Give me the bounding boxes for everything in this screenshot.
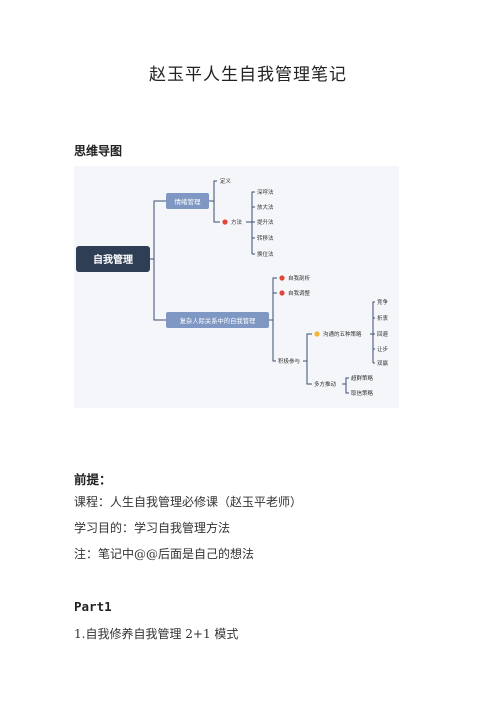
mindmap-strategy-item: 回避 <box>377 330 389 338</box>
goal-line: 学习目的：学习自我管理方法 <box>74 521 231 535</box>
mindmap-branch-emotion <box>166 193 209 209</box>
mindmap-diagram: 自我管理 情绪管理 定义 方法 深呼法 放大法 提升法 转移法 换位法 复杂人际… <box>76 177 389 397</box>
mindmap-method-item: 换位法 <box>257 250 274 258</box>
premise-heading: 前提： <box>74 472 112 487</box>
mindmap-self-positioning: 自我调整 <box>288 289 311 297</box>
mindmap-strategy-item: 双赢 <box>377 359 389 367</box>
red-marker-icon <box>279 290 285 296</box>
list-item: 1.自我修养自我管理 2+1 模式 <box>74 627 239 641</box>
document-title: 赵玉平人生自我管理笔记 <box>149 65 347 85</box>
mindmap-five-strategies: 沟通的五种策略 <box>323 330 362 338</box>
mindmap-push-item: 超群策略 <box>351 374 374 382</box>
mindmap-method-item: 转移法 <box>257 234 274 242</box>
mindmap-method-item: 放大法 <box>257 203 274 211</box>
mindmap-image: 自我管理 情绪管理 定义 方法 深呼法 放大法 提升法 转移法 换位法 复杂人际… <box>74 166 399 408</box>
course-line: 课程：人生自我管理必修课（赵玉平老师） <box>74 495 303 509</box>
mindmap-root-label: 自我管理 <box>93 253 133 266</box>
mindmap-multi-push: 多方推动 <box>314 380 337 388</box>
yellow-marker-icon <box>314 331 320 337</box>
mindmap-strategy-item: 折衷 <box>377 314 389 322</box>
note-line: 注：笔记中@@后面是自己的想法 <box>74 547 255 561</box>
mindmap-strategy-item: 让步 <box>377 345 389 353</box>
mindmap-push-item: 取信策略 <box>351 389 374 397</box>
part-heading: Part1 <box>74 599 112 614</box>
mindmap-heading: 思维导图 <box>74 144 123 158</box>
mindmap-branch-relations-label: 复杂人际关系中的自我管理 <box>180 316 256 325</box>
mindmap-strategy-item: 竞争 <box>377 298 389 306</box>
mindmap-proactive: 积极参与 <box>278 357 300 365</box>
mindmap-branch-relations <box>166 312 269 328</box>
mindmap-emotion-method: 方法 <box>231 218 243 226</box>
mindmap-root-node <box>76 246 150 272</box>
mindmap-method-item: 深呼法 <box>257 188 274 196</box>
mindmap-branch-emotion-label: 情绪管理 <box>175 197 202 206</box>
mindmap-method-item: 提升法 <box>257 218 274 226</box>
red-marker-icon <box>222 219 228 225</box>
mindmap-emotion-definition: 定义 <box>220 177 232 185</box>
mindmap-self-diagnosis: 自我剖析 <box>288 274 311 282</box>
red-marker-icon <box>279 275 285 281</box>
